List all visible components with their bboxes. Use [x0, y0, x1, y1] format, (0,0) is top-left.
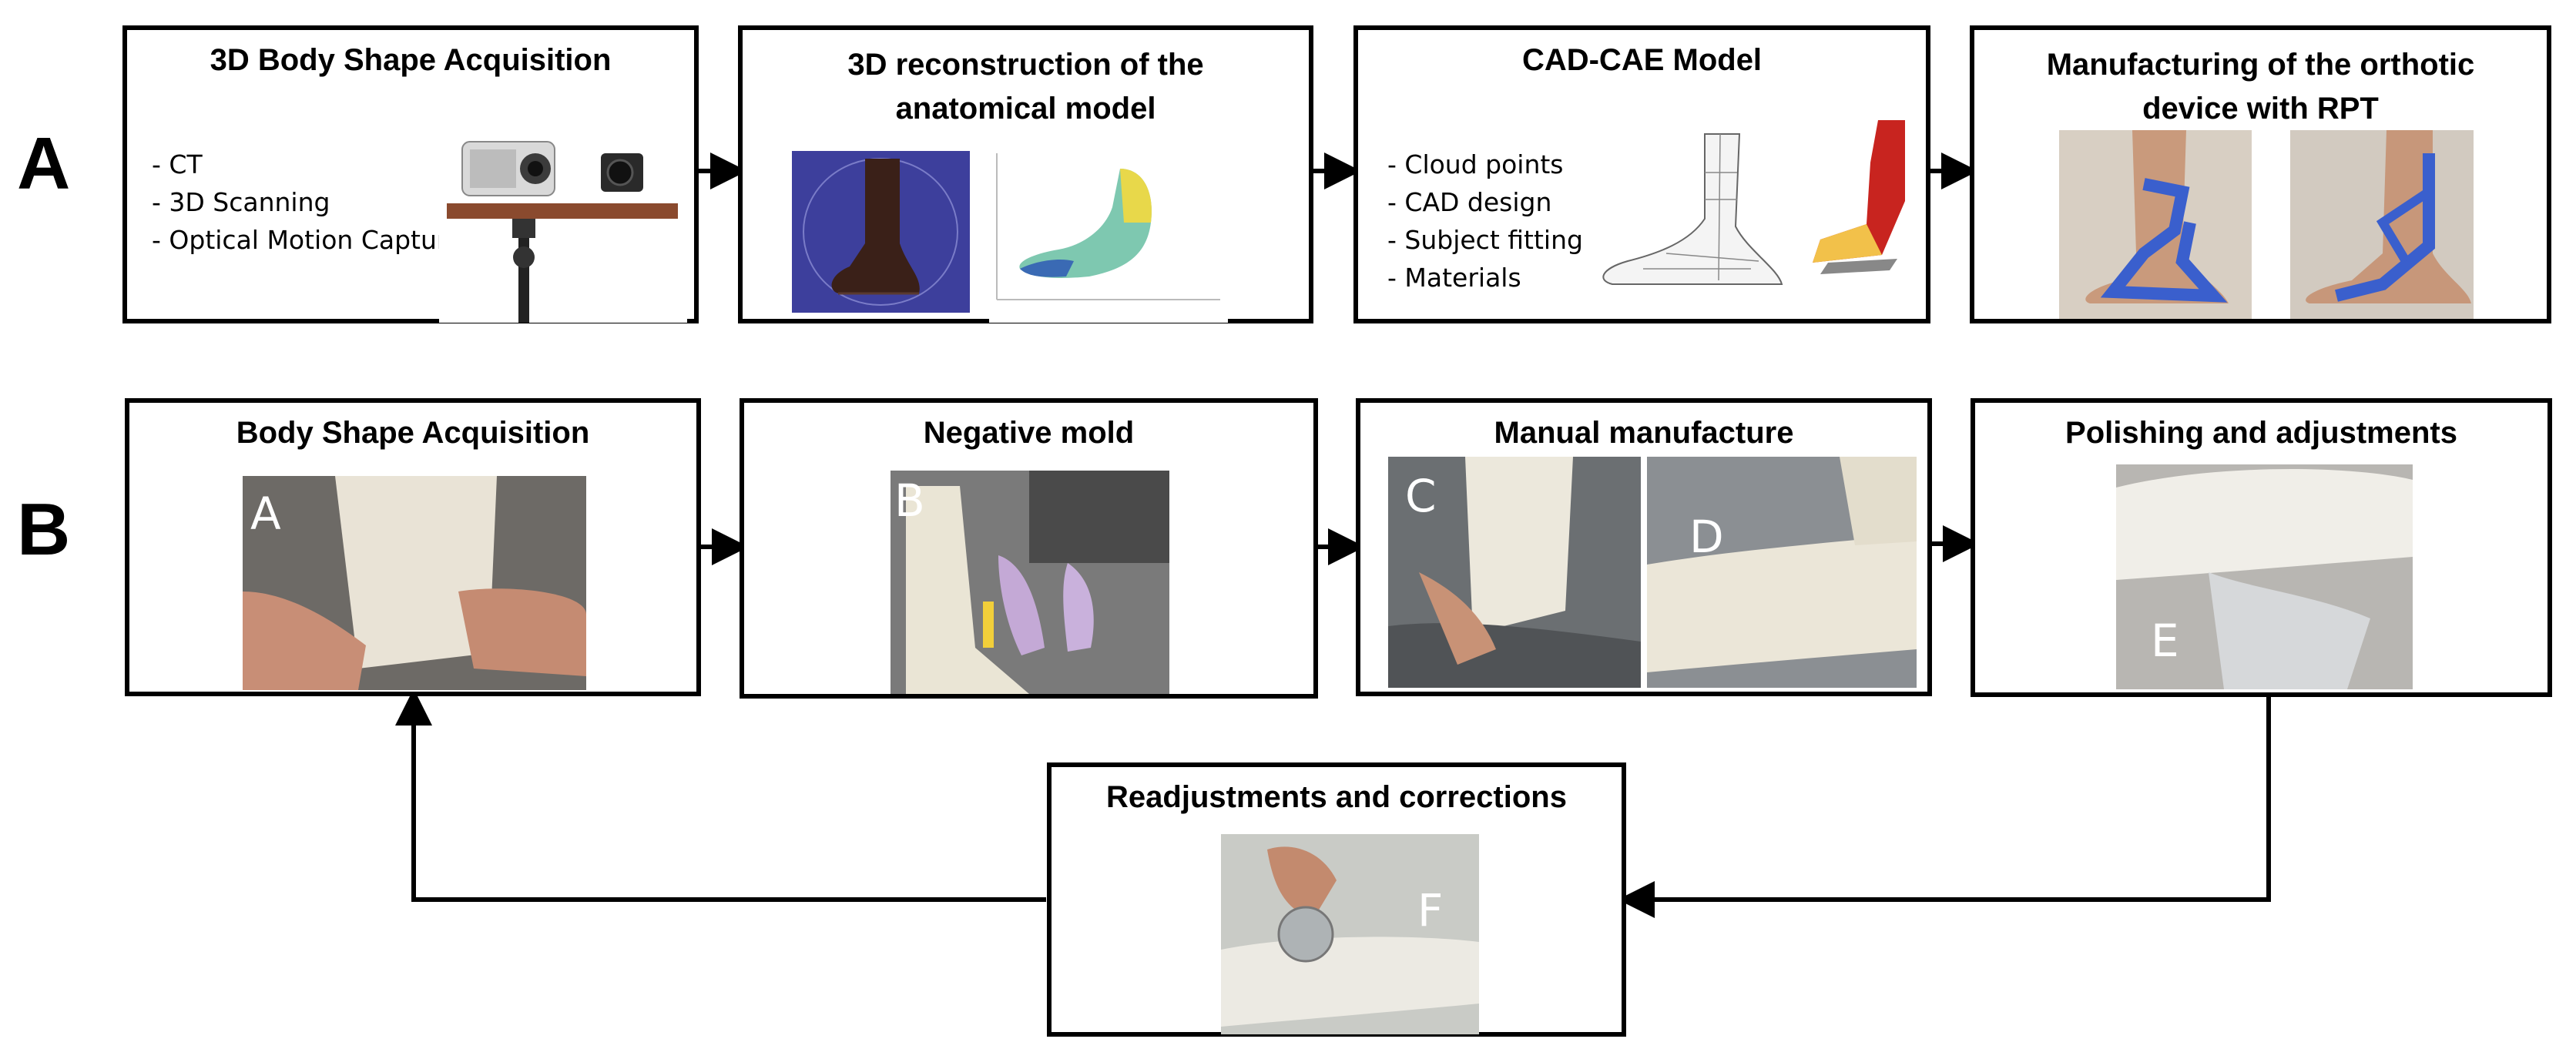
bullet-item: - Cloud points — [1387, 149, 1564, 179]
foot-cad-icon — [1597, 126, 1786, 303]
bullet-list: - Cloud points - CAD design - Subject fi… — [1387, 146, 1583, 297]
bullet-list: - CT - 3D Scanning - Optical Motion Capt… — [152, 146, 462, 259]
bullet-item: - Optical Motion Capture — [152, 225, 463, 255]
foot-mesh-icon — [792, 151, 970, 313]
box-body-shape-acquisition: Body Shape Acquisition A — [125, 398, 701, 696]
foot-point-cloud-icon — [989, 146, 1228, 323]
photo-polishing-adjustments: E — [2116, 464, 2413, 689]
box-title: Manual manufacture — [1494, 416, 1794, 450]
box-cad-cae-model: CAD-CAE Model - Cloud points - CAD desig… — [1353, 25, 1930, 323]
photo-letter: B — [894, 474, 925, 527]
photo-letter: E — [2151, 615, 2179, 667]
bullet-item: - CAD design — [1387, 187, 1552, 217]
photo-letter: D — [1689, 511, 1724, 563]
photo-body-shape-acquisition: A — [243, 476, 586, 690]
box-title-line2: anatomical model — [895, 92, 1156, 126]
arrow-b4-feedback — [1618, 697, 2271, 918]
box-polishing-adjustments: Polishing and adjustments E — [1971, 398, 2552, 697]
row-label-b: B — [17, 488, 71, 571]
box-title: Negative mold — [923, 416, 1135, 450]
box-title: CAD-CAE Model — [1521, 43, 1763, 77]
box-readjustments-corrections: Readjustments and corrections F — [1047, 762, 1626, 1037]
bullet-item: - Subject fitting — [1387, 225, 1583, 255]
photo-letter: F — [1417, 884, 1444, 937]
photo-manual-manufacture-c: C — [1388, 457, 1641, 688]
arrow-feedback-b1 — [395, 689, 1046, 902]
3d-scanner-icon — [439, 126, 687, 323]
photo-manual-manufacture-d: D — [1647, 457, 1917, 688]
orthosis-worn-icon — [2059, 130, 2252, 319]
bullet-item: - 3D Scanning — [152, 187, 330, 217]
box-3d-body-shape-acquisition: 3D Body Shape Acquisition - CT - 3D Scan… — [122, 25, 699, 323]
box-manufacturing-rpt: Manufacturing of the orthotic device wit… — [1970, 25, 2551, 323]
box-manual-manufacture: Manual manufacture C D — [1356, 398, 1932, 696]
row-label-a: A — [17, 122, 71, 205]
photo-negative-mold: B — [891, 471, 1169, 694]
box-3d-reconstruction: 3D reconstruction of the anatomical mode… — [738, 25, 1313, 323]
orthosis-cad-icon — [1805, 116, 1917, 278]
bullet-item: - CT — [152, 149, 203, 179]
box-title: Readjustments and corrections — [1106, 780, 1567, 814]
photo-readjustments-corrections: F — [1221, 834, 1479, 1034]
box-title-line1: 3D reconstruction of the — [847, 48, 1204, 82]
box-title-line1: Manufacturing of the orthotic — [2046, 48, 2475, 82]
box-negative-mold: Negative mold B — [740, 398, 1318, 699]
box-title: 3D Body Shape Acquisition — [210, 43, 612, 77]
photo-letter: C — [1405, 470, 1437, 522]
box-title: Polishing and adjustments — [2065, 416, 2457, 450]
bullet-item: - Materials — [1387, 263, 1521, 293]
box-title: Body Shape Acquisition — [236, 416, 590, 450]
orthosis-worn-icon — [2290, 130, 2474, 319]
photo-letter: A — [250, 488, 281, 540]
box-title-line2: device with RPT — [2142, 92, 2379, 126]
